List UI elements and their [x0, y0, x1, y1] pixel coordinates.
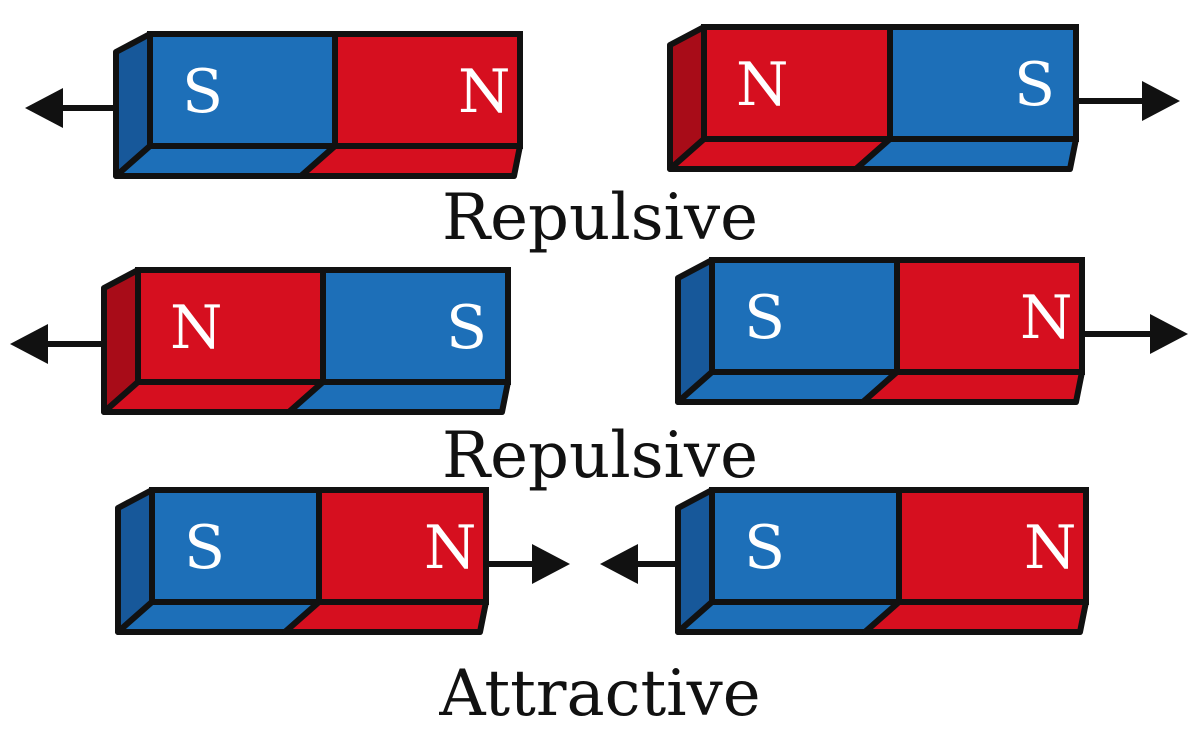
magnet-row1-right-left-label: N	[736, 50, 789, 120]
magnet-row3-right-right-label: N	[1024, 513, 1077, 583]
magnet-row2-left-right-pole	[320, 267, 511, 385]
magnet-row2-left-left-pole	[135, 267, 326, 385]
magnet-row1-left-right-label: N	[458, 57, 511, 127]
arrow-left-icon	[25, 88, 63, 128]
magnet-row1-left-left-label: S	[182, 57, 223, 127]
magnet-row3-left-bottom-right	[282, 599, 489, 635]
magnet-row2-left-right-label: S	[446, 293, 487, 363]
magnet-row1-left-right-pole	[332, 31, 523, 149]
magnet-row3-right-left-label: S	[744, 513, 785, 583]
magnet-row1-right-right-pole	[887, 24, 1079, 142]
caption-row3: Attractive	[439, 657, 761, 731]
magnet-row2-right-left-pole	[709, 257, 900, 375]
magnet-row3-left-right-pole	[316, 487, 489, 605]
magnet-row3-left-right-label: N	[424, 513, 477, 583]
magnet-row3-right-bottom-right	[862, 599, 1089, 635]
magnet-row1-right-left-pole	[701, 24, 893, 142]
magnet-row3-left-left-label: S	[184, 513, 225, 583]
arrow-right-icon	[1142, 81, 1180, 121]
magnet-row1-right-right-label: S	[1014, 50, 1055, 120]
arrow-right-icon	[532, 544, 570, 584]
magnet-row2-left-bottom-right	[286, 379, 511, 415]
magnet-row1-left-left-pole	[147, 31, 338, 149]
magnet-row2-right-right-label: N	[1020, 283, 1073, 353]
arrow-left-icon	[600, 544, 638, 584]
magnet-row3-right-right-pole	[896, 487, 1089, 605]
caption-row2: Repulsive	[441, 419, 759, 493]
magnet-row1-left-bottom-right	[298, 143, 523, 179]
arrow-right-icon	[1150, 314, 1188, 354]
caption-row1: Repulsive	[441, 181, 759, 255]
arrow-left-icon	[10, 324, 48, 364]
magnet-row2-right-bottom-right	[860, 369, 1085, 405]
magnet-row2-right-left-label: S	[744, 283, 785, 353]
magnet-row3-left-left-pole	[149, 487, 322, 605]
magnet-row2-left-left-label: N	[170, 293, 223, 363]
magnet-row1-right-bottom-right	[853, 136, 1079, 172]
magnet-row2-right-right-pole	[894, 257, 1085, 375]
magnet-row3-right-left-pole	[709, 487, 902, 605]
